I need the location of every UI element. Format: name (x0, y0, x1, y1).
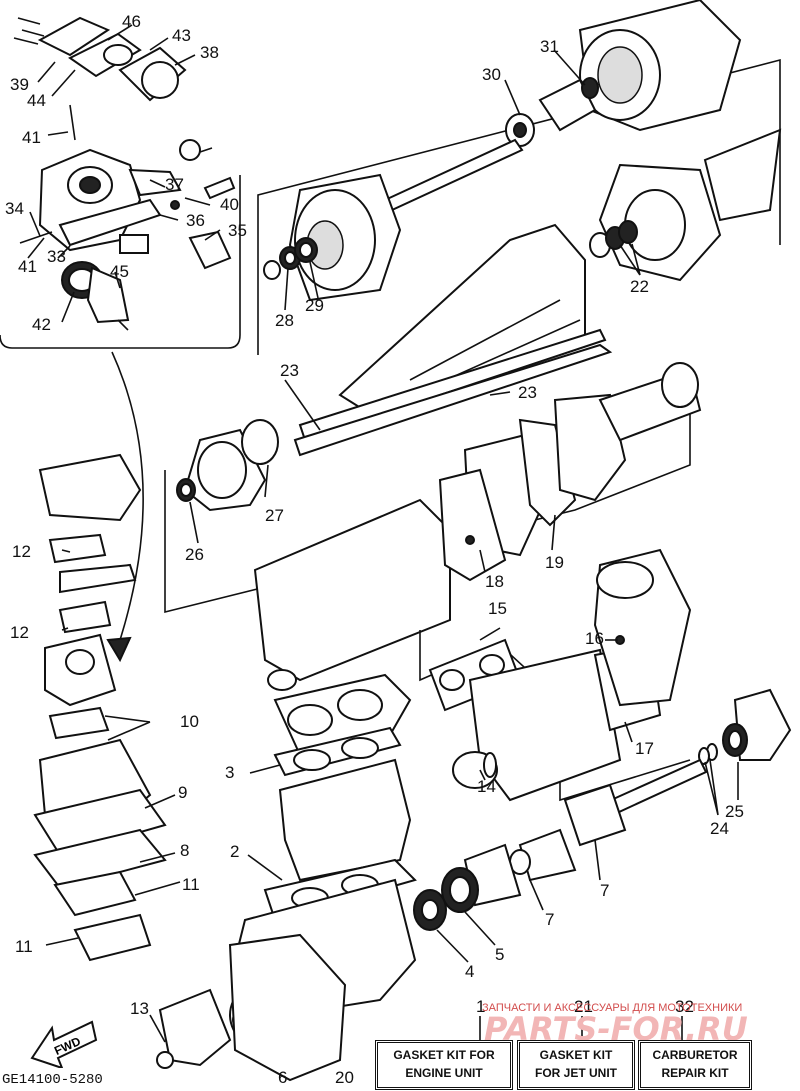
callout-10: 10 (180, 712, 199, 731)
kit-box-jet-gasket: GASKET KIT FOR JET UNIT (517, 1040, 635, 1090)
callout-39: 39 (10, 75, 29, 94)
exhaust-group (164, 362, 702, 691)
callout-35: 35 (228, 221, 247, 240)
callout-labels: 46 43 38 39 44 41 37 40 34 36 35 41 33 4… (5, 12, 744, 1087)
callout-40: 40 (220, 195, 239, 214)
callout-20: 20 (335, 1068, 354, 1087)
callout-7b: 7 (545, 910, 554, 929)
callout-15: 15 (488, 599, 507, 618)
callout-41a: 41 (22, 128, 41, 147)
intake-stack (33, 453, 181, 962)
callout-38: 38 (200, 43, 219, 62)
callout-37: 37 (165, 175, 184, 194)
callout-8: 8 (180, 841, 189, 860)
kit-box-engine-gasket: GASKET KIT FOR ENGINE UNIT (375, 1040, 513, 1090)
callout-3: 3 (225, 763, 234, 782)
kit-engine-line1: GASKET KIT FOR (393, 1048, 495, 1062)
kit-jet-line2: FOR JET UNIT (534, 1066, 617, 1080)
manifold-group (419, 548, 692, 802)
callout-34: 34 (5, 199, 24, 218)
callout-36: 36 (186, 211, 205, 230)
kit-carb-line2: REPAIR KIT (661, 1066, 729, 1080)
callout-41b: 41 (18, 257, 37, 276)
front-cover (228, 933, 347, 1082)
callout-46: 46 (122, 12, 141, 31)
kit-jet-line1: GASKET KIT (539, 1048, 613, 1062)
callout-29: 29 (305, 296, 324, 315)
callout-26: 26 (185, 545, 204, 564)
callout-11b: 11 (15, 937, 33, 956)
jet-unit-group (257, 0, 782, 422)
callout-12b: 12 (10, 623, 29, 642)
diagram-code: GE14100-5280 (2, 1072, 103, 1088)
callout-45: 45 (110, 262, 129, 281)
drive-group (413, 688, 792, 963)
inset-arrow-head (106, 636, 132, 663)
callout-21: 21 (574, 997, 593, 1016)
callout-30: 30 (482, 65, 501, 84)
callout-44: 44 (27, 91, 46, 110)
callout-42: 42 (32, 315, 51, 334)
callout-16: 16 (585, 629, 604, 648)
callout-2: 2 (230, 842, 239, 861)
callout-25: 25 (725, 802, 744, 821)
inset-arrow (111, 351, 144, 641)
kit-leaders (479, 1016, 683, 1040)
callout-23b: 23 (518, 383, 537, 402)
fwd-arrow-icon: FWD (30, 1020, 98, 1068)
watermark-caption: ЗАПЧАСТИ И АКСЕССУАРЫ ДЛЯ МОТОТЕХНИКИ (482, 1002, 743, 1014)
callout-6: 6 (278, 1068, 287, 1087)
callout-9: 9 (178, 783, 187, 802)
callout-33: 33 (47, 247, 66, 266)
gasket-23 (284, 328, 613, 457)
callout-17: 17 (635, 739, 654, 758)
kit-engine-line2: ENGINE UNIT (405, 1066, 483, 1080)
callout-23a: 23 (280, 361, 299, 380)
kit-box-carburetor-repair: CARBURETOR REPAIR KIT (638, 1040, 752, 1090)
callout-1: 1 (476, 997, 485, 1016)
callout-32: 32 (675, 997, 694, 1016)
callout-22: 22 (630, 277, 649, 296)
callout-7a: 7 (600, 881, 609, 900)
callout-31: 31 (540, 37, 559, 56)
callout-43: 43 (172, 26, 191, 45)
carburetor-inset (0, 16, 241, 349)
callout-4: 4 (465, 962, 474, 981)
callout-13: 13 (130, 999, 149, 1018)
callout-14: 14 (477, 777, 496, 796)
callout-19: 19 (545, 553, 564, 572)
callout-12a: 12 (12, 542, 31, 561)
callout-5: 5 (495, 945, 504, 964)
callout-11a: 11 (182, 875, 200, 894)
kit-carb-line1: CARBURETOR (652, 1048, 738, 1062)
callout-24: 24 (710, 819, 729, 838)
callout-27: 27 (265, 506, 284, 525)
callout-18: 18 (485, 572, 504, 591)
callout-28: 28 (275, 311, 294, 330)
